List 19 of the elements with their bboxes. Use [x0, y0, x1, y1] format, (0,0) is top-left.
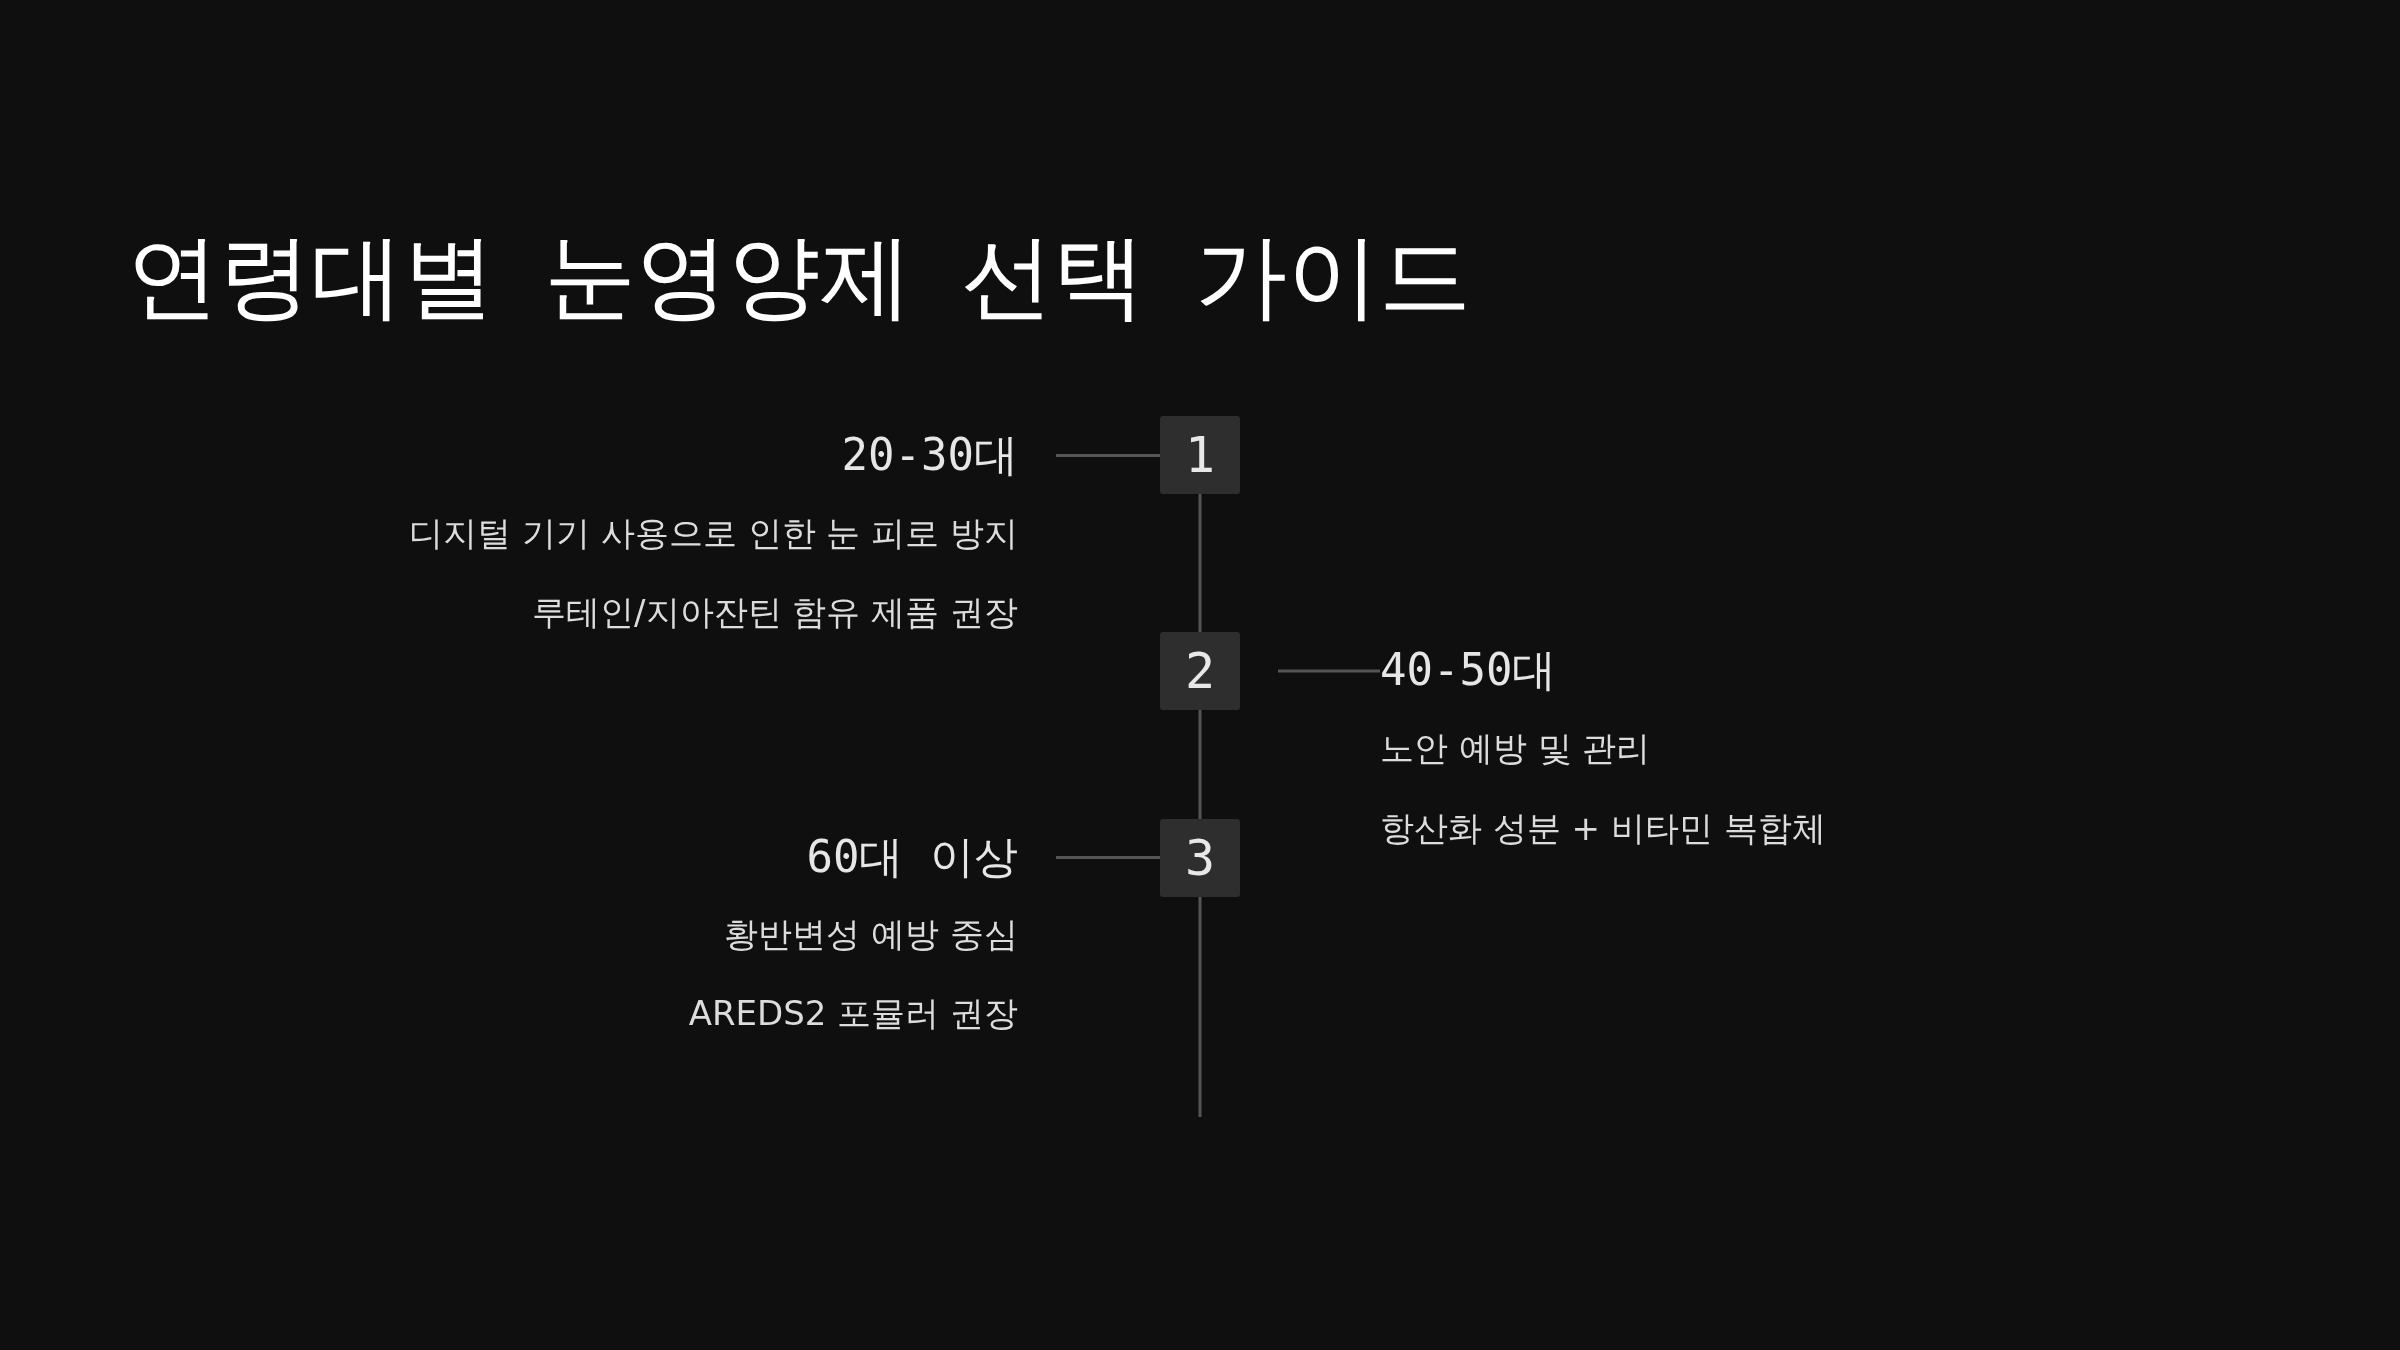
- age-heading: 60대 이상: [806, 830, 1018, 884]
- description-text: AREDS2 포뮬러 권장: [688, 992, 1018, 1034]
- connector-line: [1278, 669, 1380, 673]
- description-text: 디지털 기기 사용으로 인한 눈 피로 방지: [409, 512, 1018, 554]
- title: 연령대별 눈영양제 선택 가이드: [127, 222, 1471, 332]
- step-number-box: 3: [1160, 819, 1240, 897]
- step-number-box: 1: [1160, 416, 1240, 494]
- connector-line: [1056, 454, 1160, 457]
- connector-line: [1198, 494, 1202, 632]
- description-text: 노안 예방 및 관리: [1380, 727, 1651, 769]
- description-text: 루테인/지아잔틴 함유 제품 권장: [532, 591, 1018, 633]
- description-text: 항산화 성분 + 비타민 복합체: [1380, 807, 1826, 849]
- description-text: 황반변성 예방 중심: [724, 913, 1018, 955]
- age-heading: 20-30대: [841, 428, 1018, 482]
- step-number-box: 2: [1160, 632, 1240, 710]
- connector-line: [1198, 897, 1202, 1117]
- age-heading: 40-50대: [1380, 643, 1557, 697]
- connector-line: [1198, 710, 1202, 819]
- connector-line: [1056, 856, 1160, 859]
